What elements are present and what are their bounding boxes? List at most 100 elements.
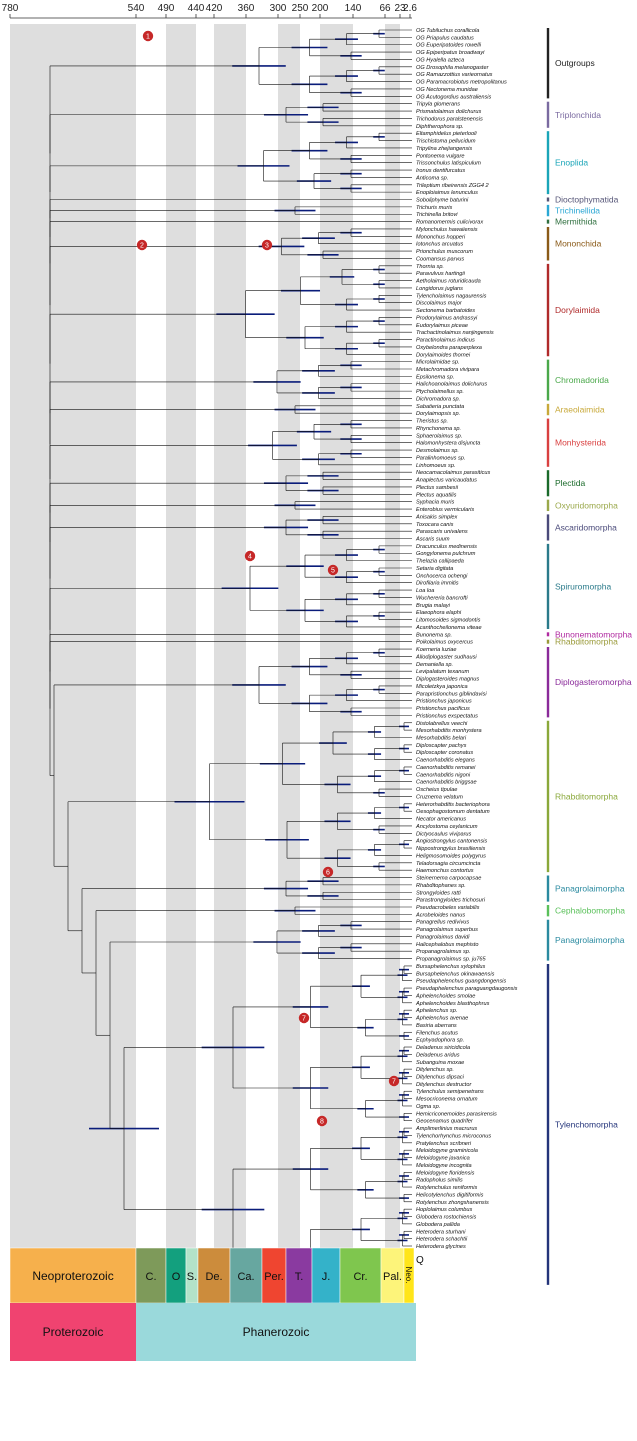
era-label: Q (416, 1255, 424, 1266)
node-marker-label: 7 (302, 1016, 306, 1023)
taxon-label: Panagrolaimus davidi (416, 934, 470, 940)
taxon-label: Dorylaimoides thornei (416, 352, 471, 358)
taxon-label: Pseudaphelenchus guangdongensis (416, 979, 506, 985)
taxon-label: Eudorylaimus piceae (416, 323, 468, 329)
taxon-label: Rotylenchus zhongshanensis (416, 1200, 489, 1206)
taxon-label: Panagrellus redivivus (416, 920, 469, 926)
clade-label: Rhabditomorpha (555, 791, 618, 801)
taxon-label: Ditylenchus dipsaci (416, 1074, 465, 1080)
taxon-label: Prismatolaimus dolichurus (416, 109, 481, 115)
node-marker (244, 550, 256, 562)
taxon-label: Deladenus siricidicola (416, 1045, 470, 1051)
taxon-label: Diphtherophora sp. (416, 124, 464, 130)
taxon-label: Meloidogyne floridensis (416, 1170, 475, 1176)
clade-label: Panagrolaimorpha (555, 884, 625, 894)
clade-label: Diplogasteromorpha (555, 677, 632, 687)
taxon-label: Syphacia muris (416, 500, 454, 506)
clade-label: Dorylaimida (555, 305, 600, 315)
taxon-label: Globodera rostochiensis (416, 1215, 477, 1221)
taxon-label: Anaplectus varicaudatus (415, 478, 477, 484)
clade-label: Ascaridomorpha (555, 522, 617, 532)
clade-label: Bunonematomorpha (555, 629, 632, 639)
clade-label: Triplonchida (555, 110, 601, 120)
taxon-label: Nippostrongylus brasiliensis (416, 846, 486, 852)
taxon-label: Desmolaimus sp. (416, 448, 459, 454)
axis-tick-label: 250 (292, 3, 309, 14)
taxon-label: Heterorhabditis bacteriophora (416, 802, 490, 808)
taxon-label: Diplogasteroides magnus (416, 677, 479, 683)
era-band (9, 1247, 137, 1304)
taxon-label: Parascaris univalens (416, 529, 468, 535)
taxon-label: Geocenamus quadrifer (416, 1119, 474, 1125)
taxon-label: Tripyla glomerans (416, 102, 460, 108)
period-stripe (10, 24, 136, 1256)
node-marker-label: 8 (320, 1119, 324, 1126)
taxon-label: Aetholaimus roturidicauda (415, 279, 481, 285)
taxon-label: Acrobeloides nanus (415, 912, 465, 918)
era-label: Per. (264, 1271, 284, 1283)
taxon-label: Rhynchonema sp. (416, 426, 461, 432)
taxon-label: Trissonchulus latispiculum (416, 161, 481, 167)
taxon-label: Parastrongyloides trichosuri (416, 898, 486, 904)
taxon-label: Sectonema barbatoides (416, 308, 475, 314)
node-marker-label: 1 (146, 34, 150, 41)
taxon-label: Trichodorus paralstenensis (416, 116, 483, 122)
taxon-label: OG Hyalella azteca (416, 57, 464, 63)
era-label: Pal. (383, 1271, 402, 1283)
taxon-label: Dirofilaria immitis (416, 581, 459, 587)
taxon-label: Paractinolaimus indicus (416, 338, 475, 344)
axis-tick-label: 2.6 (403, 3, 417, 14)
taxon-label: Enterobius vermicularis (416, 507, 474, 513)
node-marker-label: 6 (326, 870, 330, 877)
clade-label: Dioctophymatida (555, 195, 619, 205)
clade-label: Araeolaimida (555, 405, 605, 415)
taxon-label: Aphelenchus avenae (415, 1016, 468, 1022)
node-marker (142, 30, 154, 42)
taxon-label: Plectus sambesii (416, 485, 459, 491)
taxon-label: Anticoma sp. (415, 175, 448, 181)
taxon-label: Diploscapter pachys (416, 743, 467, 749)
node-marker-label: 5 (331, 568, 335, 575)
taxon-label: Caenorhabditis elegans (416, 758, 475, 764)
taxon-label: Pratylenchus scribneri (416, 1141, 472, 1147)
taxon-label: Tylenchorhynchus microconus (416, 1133, 491, 1139)
taxon-label: Ogma sp. (416, 1104, 440, 1110)
taxon-label: Trileptium ribeirensis ZGG4 2 (416, 183, 490, 189)
taxon-label: Plectus aquatilis (416, 492, 457, 498)
taxon-label: Amplimerlinius macrurus (415, 1126, 477, 1132)
taxon-label: Discolaimus major (416, 301, 463, 307)
period-stripe (166, 24, 196, 1256)
taxon-label: Iotonchus arcuatus (416, 242, 463, 248)
taxon-label: Hoplolaimus columbus (416, 1207, 472, 1213)
taxon-label: OG Nectonema munidae (416, 87, 478, 93)
taxon-label: Linhomoeus sp. (416, 463, 456, 469)
taxon-label: Allodiplogaster sudhausi (415, 654, 477, 660)
clade-label: Chromadorida (555, 375, 609, 385)
taxon-label: Ancylostoma ceylanicum (415, 824, 478, 830)
node-marker (261, 239, 273, 251)
taxon-label: Setaria digitata (416, 566, 453, 572)
taxon-label: Thelazia callipaeda (416, 559, 464, 565)
taxon-label: OG Acutogordius australiensis (416, 94, 492, 100)
axis-tick-label: 490 (158, 3, 175, 14)
taxon-label: Elaeophora elaphi (416, 610, 462, 616)
taxon-label: Coomansus parvus (416, 256, 464, 262)
taxon-label: Halichoanolaimus dolichurus (416, 382, 487, 388)
taxon-label: Haemonchus contortus (416, 868, 474, 874)
era-label: J. (322, 1271, 331, 1283)
clade-label: Trichinellida (555, 206, 600, 216)
taxon-label: OG Epiperipatus broadwayi (416, 50, 485, 56)
taxon-label: Teladorsagia circumcincta (416, 861, 480, 867)
taxon-label: Deladenus aridus (416, 1052, 460, 1058)
eon-label: Proterozoic (43, 1325, 104, 1339)
era-label: Cr. (353, 1271, 367, 1283)
taxon-label: Anisakis simplex (415, 514, 458, 520)
taxon-label: OG Ramazzottius varieornatus (416, 72, 493, 78)
taxon-label: Tripylina zhejiangensis (416, 146, 472, 152)
taxon-label: Mylonchulus hawaiiensis (416, 227, 478, 233)
era-band (339, 1247, 382, 1304)
